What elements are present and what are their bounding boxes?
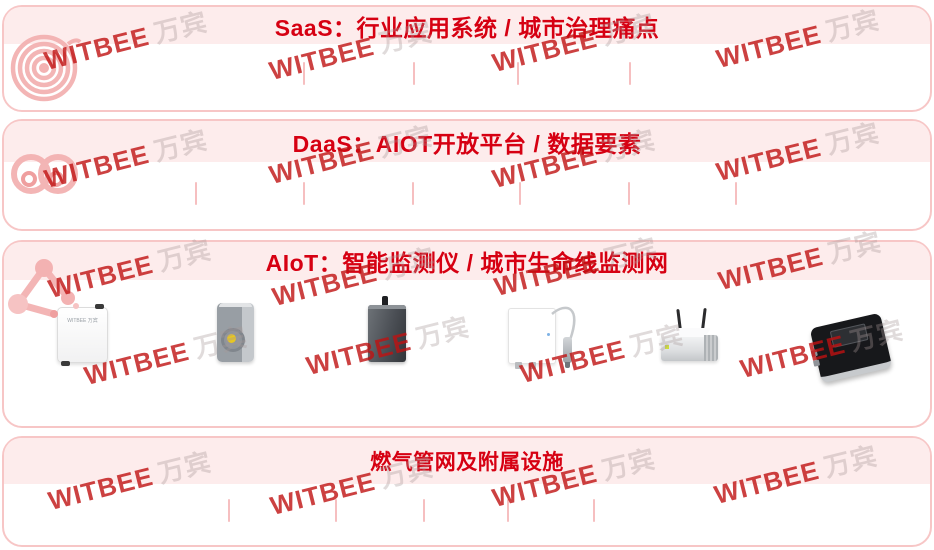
daas-item-divider <box>735 182 737 205</box>
panel-saas: SaaS：行业应用系统 / 城市治理痛点 <box>2 5 932 112</box>
panel-gas: 燃气管网及附属设施 <box>2 436 932 547</box>
network-nodes-icon <box>8 259 79 318</box>
sensor-probe-cable <box>551 306 576 341</box>
panel-gas-title: 燃气管网及附属设施 <box>370 451 564 474</box>
panel-saas-header: SaaS：行业应用系统 / 城市治理痛点 <box>4 7 930 44</box>
daas-item-divider <box>303 182 305 205</box>
daas-item-divider <box>519 182 521 205</box>
device-external-probe <box>563 337 572 368</box>
sensor-led <box>547 333 550 336</box>
gas-item-divider <box>507 499 509 522</box>
saas-item-divider <box>517 62 519 85</box>
panel-aiot-header: AIoT：智能监测仪 / 城市生命线监测网 <box>4 242 930 280</box>
device-sensor-box <box>508 308 556 369</box>
saas-item-divider <box>413 62 415 85</box>
panel-gas-header: 燃气管网及附属设施 <box>4 438 930 484</box>
gas-item-divider <box>228 499 230 522</box>
router-led <box>665 345 669 349</box>
device-cylindrical-sensor <box>217 303 254 362</box>
gas-item-divider <box>593 499 595 522</box>
daas-item-divider <box>412 182 414 205</box>
gas-item-divider <box>423 499 425 522</box>
ripple-icon <box>10 34 82 102</box>
link-circles-icon <box>11 154 78 194</box>
gas-item-divider <box>335 499 337 522</box>
daas-item-divider <box>628 182 630 205</box>
logger-screen <box>829 323 869 348</box>
panel-aiot: AIoT：智能监测仪 / 城市生命线监测网 <box>2 240 932 428</box>
saas-item-divider <box>303 62 305 85</box>
sensor-yellow-dot <box>227 334 236 343</box>
panel-aiot-title: AIoT：智能监测仪 / 城市生命线监测网 <box>265 250 669 276</box>
device-wall-mounted-monitor: WITBEE 万宾 <box>57 304 108 366</box>
daas-item-divider <box>195 182 197 205</box>
device-dark-column-sensor <box>368 296 406 362</box>
panel-saas-title: SaaS：行业应用系统 / 城市治理痛点 <box>274 14 660 41</box>
panel-daas-header: DaaS：AIOT开放平台 / 数据要素 <box>4 121 930 162</box>
panel-daas: DaaS：AIOT开放平台 / 数据要素 <box>2 119 932 231</box>
device-wireless-gateway-router <box>661 335 718 361</box>
saas-item-divider <box>629 62 631 85</box>
panel-daas-title: DaaS：AIOT开放平台 / 数据要素 <box>292 130 642 157</box>
device-print-label: WITBEE 万宾 <box>67 318 98 324</box>
